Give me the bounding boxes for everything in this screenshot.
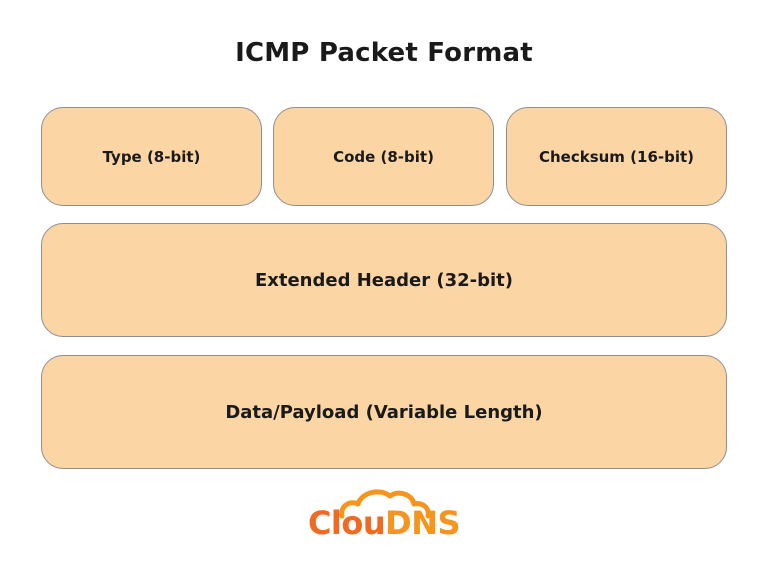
checksum-field: Checksum (16-bit) [506, 107, 727, 206]
cloud-icon [339, 489, 431, 519]
data-payload-label: Data/Payload (Variable Length) [225, 401, 543, 423]
checksum-field-label: Checksum (16-bit) [538, 147, 695, 166]
extended-header-label: Extended Header (32-bit) [254, 269, 514, 291]
code-field: Code (8-bit) [273, 107, 494, 206]
data-payload-field: Data/Payload (Variable Length) [41, 355, 727, 469]
cloudns-logo: ClouDNS [284, 486, 484, 558]
logo-text-dns: DNS [385, 504, 461, 542]
logo-text: ClouDNS [284, 504, 484, 542]
logo-text-clou: Clou [307, 504, 386, 542]
code-field-label: Code (8-bit) [333, 147, 434, 166]
diagram-title: ICMP Packet Format [235, 38, 533, 68]
type-field-label: Type (8-bit) [102, 147, 201, 166]
extended-header-field: Extended Header (32-bit) [41, 223, 727, 337]
type-field: Type (8-bit) [41, 107, 262, 206]
